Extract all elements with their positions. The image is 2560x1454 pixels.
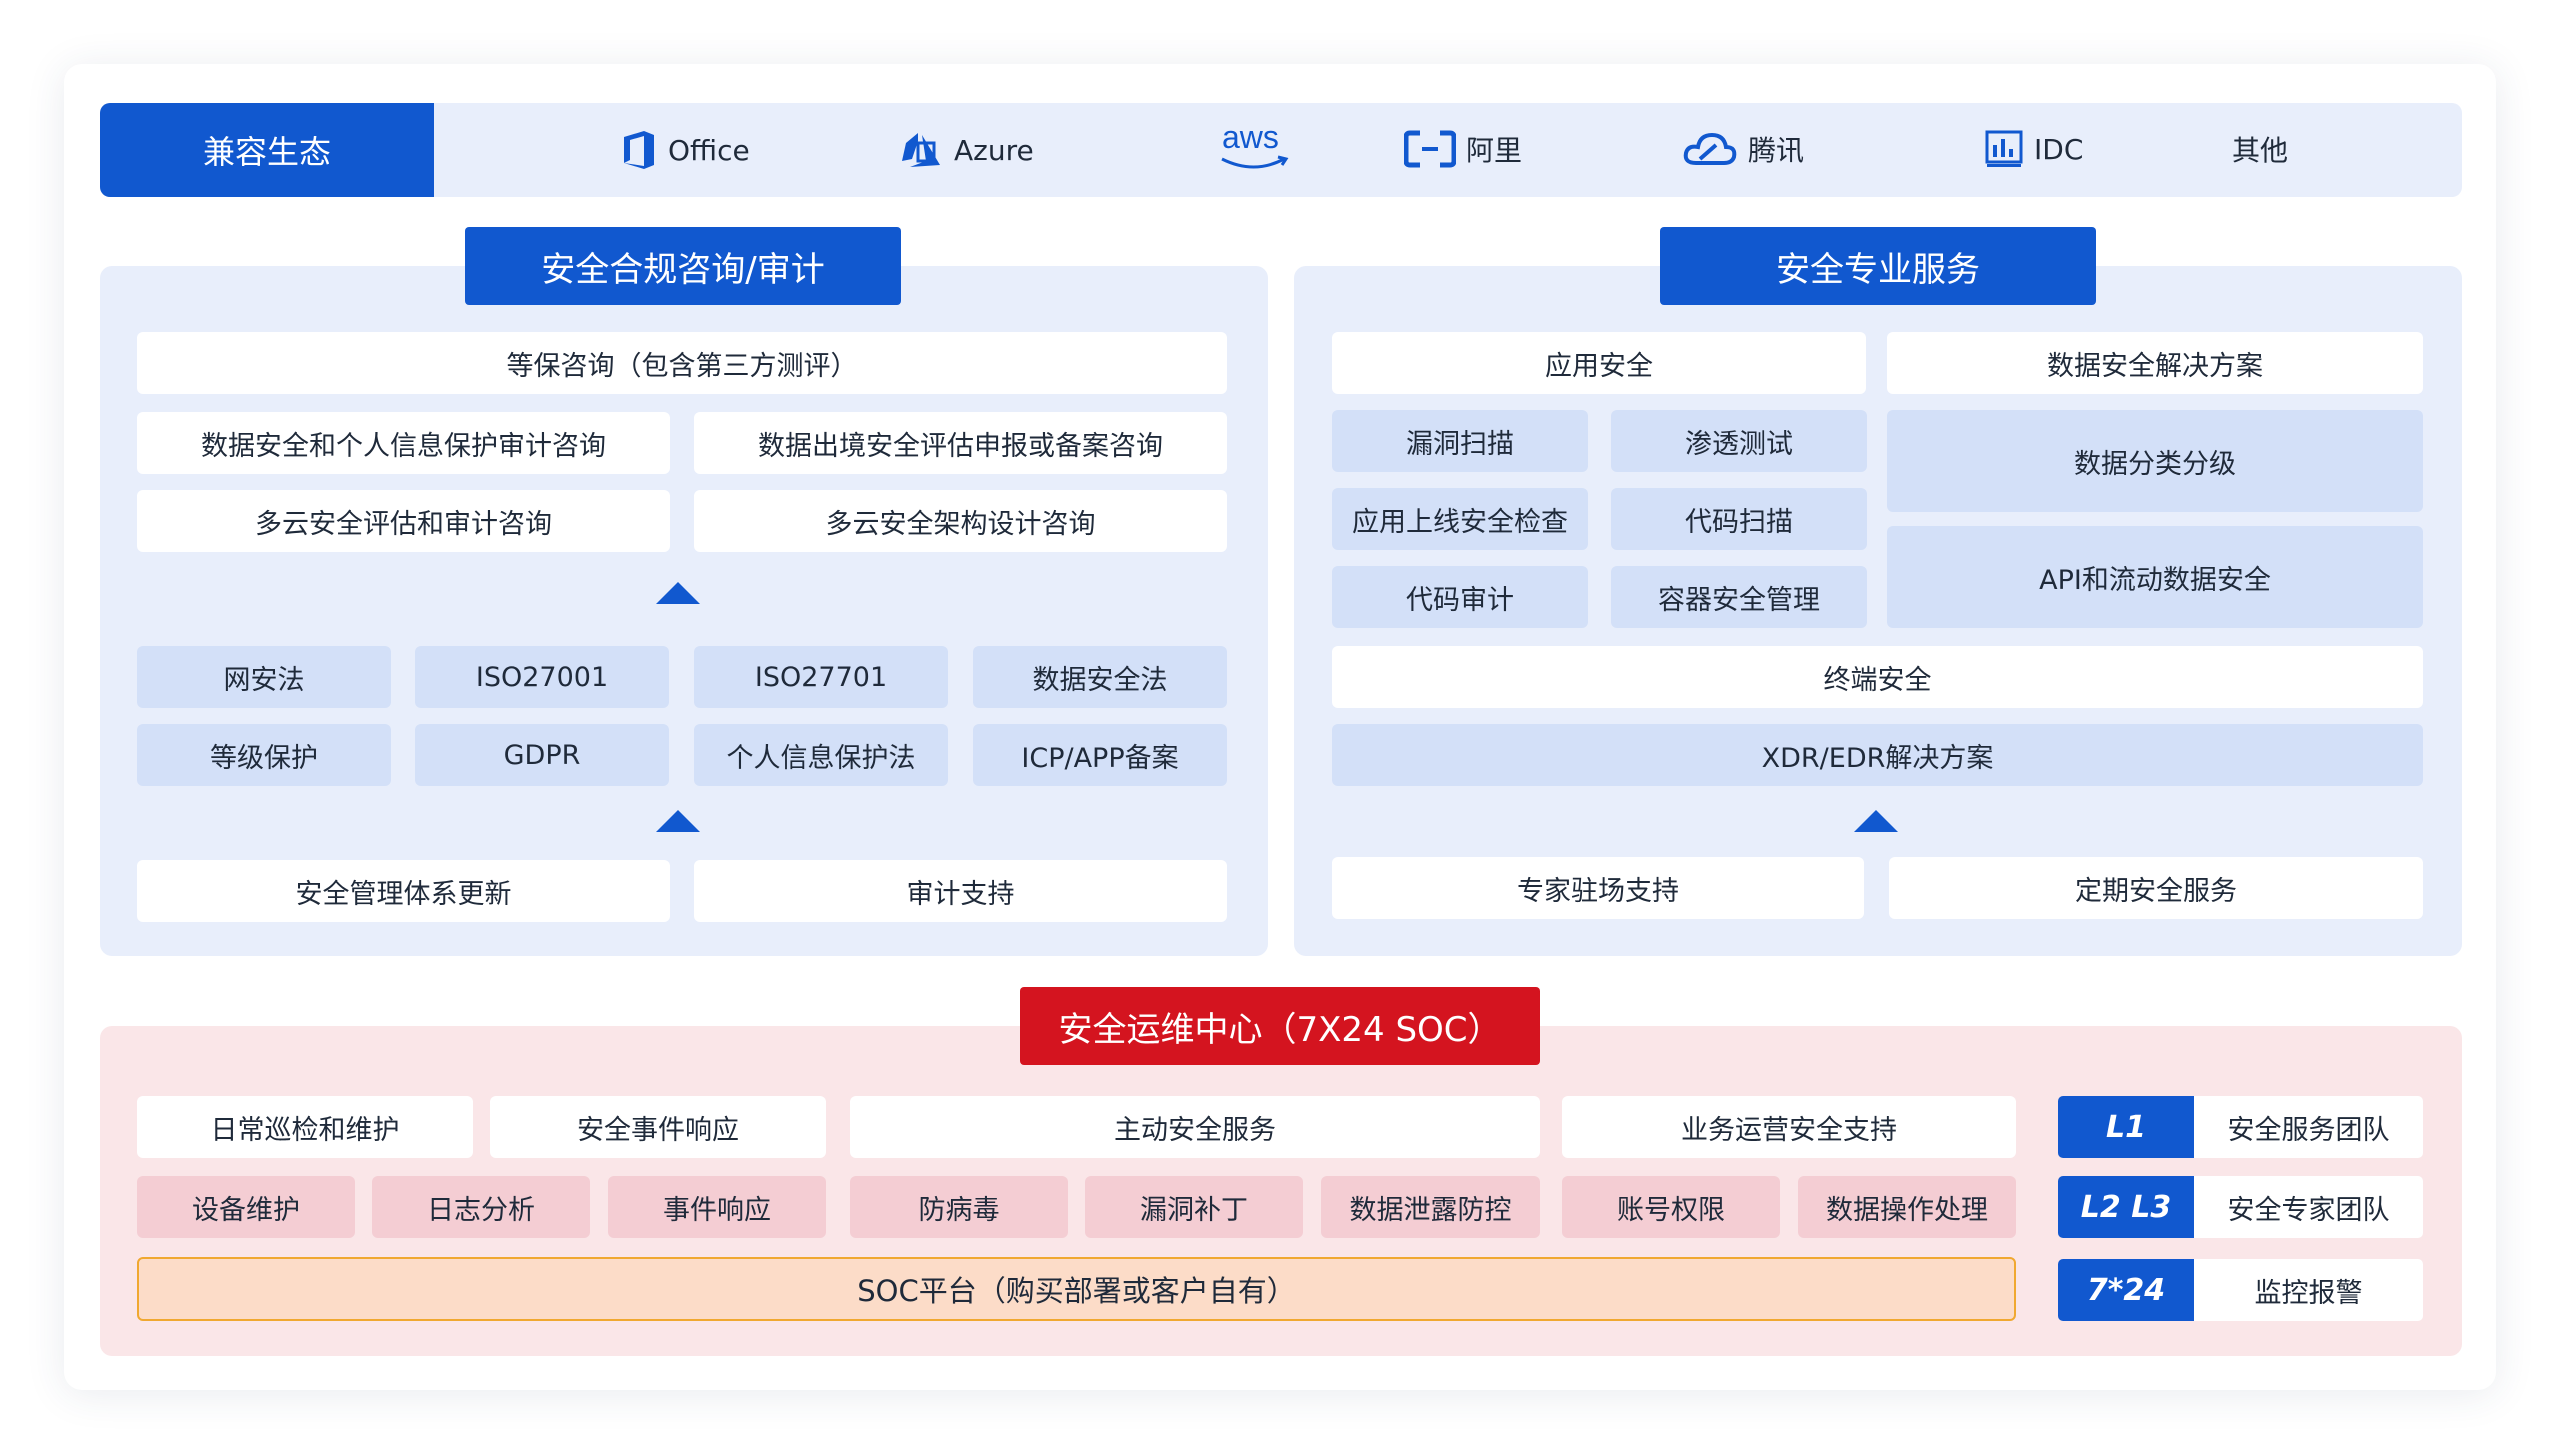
compliance-consult-item: 等保咨询（包含第三方测评） [137, 332, 1227, 394]
services-bottom-item: 定期安全服务 [1889, 857, 2423, 919]
compliance-support-item: 审计支持 [694, 860, 1227, 922]
xdr-solution: XDR/EDR解决方案 [1332, 724, 2423, 786]
arrow-up-icon [1854, 810, 1898, 832]
ecosystem-item-tencent: 腾讯 [1682, 129, 1804, 169]
app-security-item: 容器安全管理 [1611, 566, 1867, 628]
app-security-item: 代码扫描 [1611, 488, 1867, 550]
data-security-header: 数据安全解决方案 [1887, 332, 2423, 394]
soc-item: 漏洞补丁 [1085, 1176, 1303, 1238]
ecosystem-item-azure: Azure [900, 129, 1034, 171]
soc-category: 主动安全服务 [850, 1096, 1540, 1158]
compliance-support-item: 安全管理体系更新 [137, 860, 670, 922]
team-level-badge: L2 L3 [2058, 1176, 2194, 1238]
data-security-item: API和流动数据安全 [1887, 526, 2423, 628]
soc-item: 设备维护 [137, 1176, 355, 1238]
office-icon [624, 131, 654, 169]
compliance-title: 安全合规咨询/审计 [465, 227, 901, 305]
team-label: 安全专家团队 [2194, 1176, 2423, 1238]
idc-icon [1985, 130, 2023, 167]
team-label: 监控报警 [2194, 1259, 2423, 1321]
app-security-header: 应用安全 [1332, 332, 1866, 394]
standard-item: 网安法 [137, 646, 391, 708]
standard-item: 数据安全法 [973, 646, 1227, 708]
app-security-item: 应用上线安全检查 [1332, 488, 1588, 550]
soc-category: 日常巡检和维护 [137, 1096, 473, 1158]
compliance-consult-item: 数据出境安全评估申报或备案咨询 [694, 412, 1227, 474]
arrow-up-icon [656, 810, 700, 832]
aws-icon: aws [1222, 119, 1279, 155]
soc-item: 事件响应 [608, 1176, 826, 1238]
ecosystem-item-office: Office [620, 129, 750, 171]
data-security-item: 数据分类分级 [1887, 410, 2423, 512]
soc-item: 日志分析 [372, 1176, 590, 1238]
services-bottom-item: 专家驻场支持 [1332, 857, 1864, 919]
endpoint-security: 终端安全 [1332, 646, 2423, 708]
team-level-badge: L1 [2058, 1096, 2194, 1158]
soc-category: 业务运营安全支持 [1562, 1096, 2016, 1158]
app-security-item: 代码审计 [1332, 566, 1588, 628]
standard-item: 等级保护 [137, 724, 391, 786]
ecosystem-item-label: IDC [2034, 132, 2084, 166]
soc-platform: SOC平台（购买部署或客户自有） [137, 1257, 2016, 1321]
app-security-item: 漏洞扫描 [1332, 410, 1588, 472]
team-level-badge: 7*24 [2058, 1259, 2194, 1321]
ecosystem-item-other: 其他 [2232, 129, 2288, 169]
standard-item: 个人信息保护法 [694, 724, 948, 786]
services-title: 安全专业服务 [1660, 227, 2096, 305]
ecosystem-item-idc: IDC [1984, 129, 2083, 169]
standard-item: ISO27001 [415, 646, 669, 708]
soc-category: 安全事件响应 [490, 1096, 826, 1158]
architecture-card: 兼容生态 Office Azure aws [64, 64, 2496, 1390]
standard-item: ICP/APP备案 [973, 724, 1227, 786]
ecosystem-bar: 兼容生态 Office Azure aws [100, 103, 2462, 197]
soc-item: 防病毒 [850, 1176, 1068, 1238]
compliance-consult-item: 数据安全和个人信息保护审计咨询 [137, 412, 670, 474]
standard-item: ISO27701 [694, 646, 948, 708]
team-label: 安全服务团队 [2194, 1096, 2423, 1158]
soc-item: 账号权限 [1562, 1176, 1780, 1238]
soc-item: 数据操作处理 [1798, 1176, 2016, 1238]
compliance-consult-item: 多云安全架构设计咨询 [694, 490, 1227, 552]
ecosystem-item-label: 阿里 [1466, 134, 1523, 167]
tencent-cloud-icon [1683, 132, 1737, 165]
azure-icon [902, 133, 940, 167]
aws-smile-icon [1221, 155, 1289, 169]
ecosystem-item-aliyun: 阿里 [1404, 129, 1522, 169]
ecosystem-item-label: 其他 [2232, 134, 2289, 167]
ecosystem-item-aws: aws [1216, 119, 1296, 179]
aliyun-icon [1404, 130, 1456, 168]
app-security-item: 渗透测试 [1611, 410, 1867, 472]
ecosystem-item-label: 腾讯 [1748, 134, 1805, 167]
soc-item: 数据泄露防控 [1321, 1176, 1540, 1238]
soc-title: 安全运维中心（7X24 SOC） [1020, 987, 1540, 1065]
ecosystem-item-label: Office [668, 133, 750, 167]
ecosystem-label: 兼容生态 [100, 103, 434, 197]
arrow-up-icon [656, 582, 700, 604]
ecosystem-item-label: Azure [954, 133, 1034, 167]
standard-item: GDPR [415, 724, 669, 786]
compliance-consult-item: 多云安全评估和审计咨询 [137, 490, 670, 552]
